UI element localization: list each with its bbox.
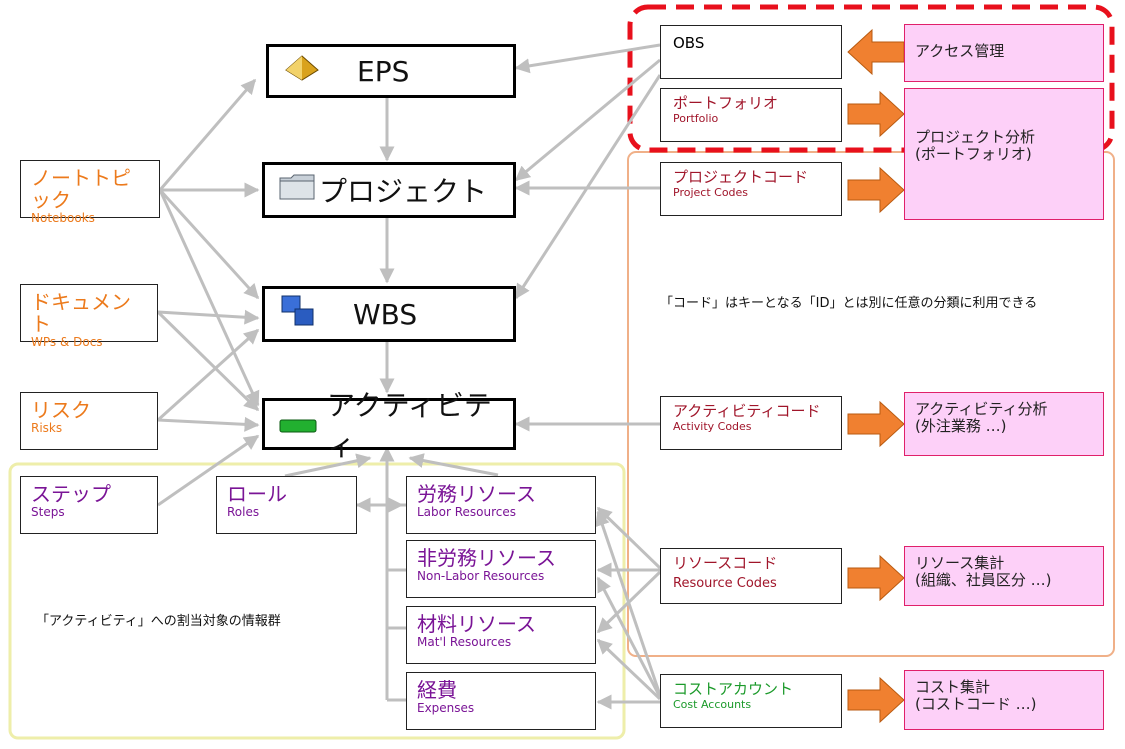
arrow-left-access [847, 28, 905, 76]
wbs-icon [281, 295, 315, 334]
roles-jp: ロール [227, 482, 287, 506]
activity-analysis-box[interactable]: アクティビティ分析 (外注業務 …) [904, 392, 1104, 456]
cost-accounts-en: Cost Accounts [673, 697, 752, 711]
obs-box[interactable]: OBS [660, 25, 842, 79]
resource-sum-line2: (組織、社員区分 …) [915, 570, 1052, 589]
resource-group-note: 「アクティビティ」への割当対象の情報群 [36, 614, 281, 629]
activity-analysis-line1: アクティビティ分析 [915, 400, 1048, 418]
roles-box[interactable]: ロール Roles [216, 476, 357, 534]
folder-icon [279, 174, 315, 207]
material-jp: 材料リソース [417, 612, 536, 636]
notebooks-box[interactable]: ノートトピック Notebooks [20, 160, 160, 225]
portfolio-en: Portfolio [673, 111, 719, 125]
arrow-right-cost-accounts [847, 676, 905, 724]
resource-codes-box[interactable]: リソースコード Resource Codes [660, 548, 842, 604]
cost-sum-line1: コスト集計 [915, 678, 991, 696]
project-box[interactable]: プロジェクト [262, 162, 516, 218]
resource-codes-jp: リソースコード [673, 554, 778, 572]
eps-label: EPS [357, 54, 410, 88]
steps-en: Steps [31, 505, 65, 519]
project-codes-box[interactable]: プロジェクトコード Project Codes [660, 162, 842, 216]
cost-accounts-box[interactable]: コストアカウント Cost Accounts [660, 674, 842, 728]
nonlabor-resources-box[interactable]: 非労務リソース Non-Labor Resources [406, 540, 596, 598]
obs-portfolio-dashed-frame [627, 4, 1115, 153]
arrow-right-resource-codes [847, 554, 905, 602]
arrow-right-portfolio [847, 90, 905, 138]
labor-resources-box[interactable]: 労務リソース Labor Resources [406, 476, 596, 534]
nonlabor-en: Non-Labor Resources [417, 569, 545, 583]
obs-label: OBS [673, 34, 705, 52]
activity-label: アクティビティ [327, 389, 492, 462]
expenses-box[interactable]: 経費 Expenses [406, 672, 596, 730]
activity-bar-icon [279, 408, 317, 441]
docs-jp: ドキュメント [31, 290, 131, 336]
portfolio-box[interactable]: ポートフォリオ Portfolio [660, 88, 842, 142]
arrow-right-activity-codes [847, 400, 905, 448]
labor-jp: 労務リソース [417, 482, 536, 506]
steps-jp: ステップ [31, 482, 111, 506]
risks-jp: リスク [31, 398, 91, 422]
resource-group-frame [8, 462, 626, 740]
expenses-jp: 経費 [417, 678, 457, 702]
activity-codes-jp: アクティビティコード [673, 402, 821, 420]
eps-diamond-icon [285, 54, 319, 88]
cost-sum-box[interactable]: コスト集計 (コストコード …) [904, 670, 1104, 730]
activity-codes-box[interactable]: アクティビティコード Activity Codes [660, 396, 842, 450]
activity-box[interactable]: アクティビティ [262, 389, 516, 462]
docs-box[interactable]: ドキュメント WPs & Docs [20, 284, 158, 349]
nonlabor-jp: 非労務リソース [417, 546, 556, 570]
resource-codes-en: Resource Codes [673, 575, 777, 591]
wbs-box[interactable]: WBS [262, 286, 516, 342]
project-label: プロジェクト [319, 175, 488, 208]
project-analysis-line1: プロジェクト分析 [915, 128, 1036, 146]
project-analysis-box[interactable]: プロジェクト分析 (ポートフォリオ) [904, 88, 1104, 220]
eps-box[interactable]: EPS [266, 44, 516, 98]
access-control-box[interactable]: アクセス管理 [904, 24, 1104, 82]
code-note: 「コード」はキーとなる「ID」とは別に任意の分類に利用できる [660, 296, 1038, 311]
cost-accounts-jp: コストアカウント [673, 680, 794, 698]
expenses-en: Expenses [417, 701, 475, 715]
access-control-label: アクセス管理 [915, 42, 1005, 60]
cost-sum-line2: (コストコード …) [915, 694, 1037, 713]
activity-codes-en: Activity Codes [673, 419, 752, 433]
material-resources-box[interactable]: 材料リソース Mat'l Resources [406, 606, 596, 664]
roles-en: Roles [227, 505, 260, 519]
labor-en: Labor Resources [417, 505, 517, 519]
connector-lines [156, 43, 662, 710]
risks-en: Risks [31, 421, 63, 435]
notebooks-en: Notebooks [31, 211, 95, 225]
project-codes-en: Project Codes [673, 185, 749, 199]
portfolio-jp: ポートフォリオ [673, 94, 779, 112]
project-codes-jp: プロジェクトコード [673, 168, 809, 186]
project-analysis-line2: (ポートフォリオ) [915, 144, 1032, 163]
activity-analysis-line2: (外注業務 …) [915, 416, 1007, 435]
code-group-frame [627, 151, 1115, 657]
wbs-label: WBS [353, 297, 418, 331]
resource-sum-box[interactable]: リソース集計 (組織、社員区分 …) [904, 546, 1104, 606]
risks-box[interactable]: リスク Risks [20, 392, 158, 450]
steps-box[interactable]: ステップ Steps [20, 476, 158, 534]
arrow-right-project-codes [847, 166, 905, 214]
material-en: Mat'l Resources [417, 635, 512, 649]
resource-sum-line1: リソース集計 [915, 554, 1005, 572]
docs-en: WPs & Docs [31, 335, 103, 349]
notebooks-jp: ノートトピック [31, 166, 131, 212]
